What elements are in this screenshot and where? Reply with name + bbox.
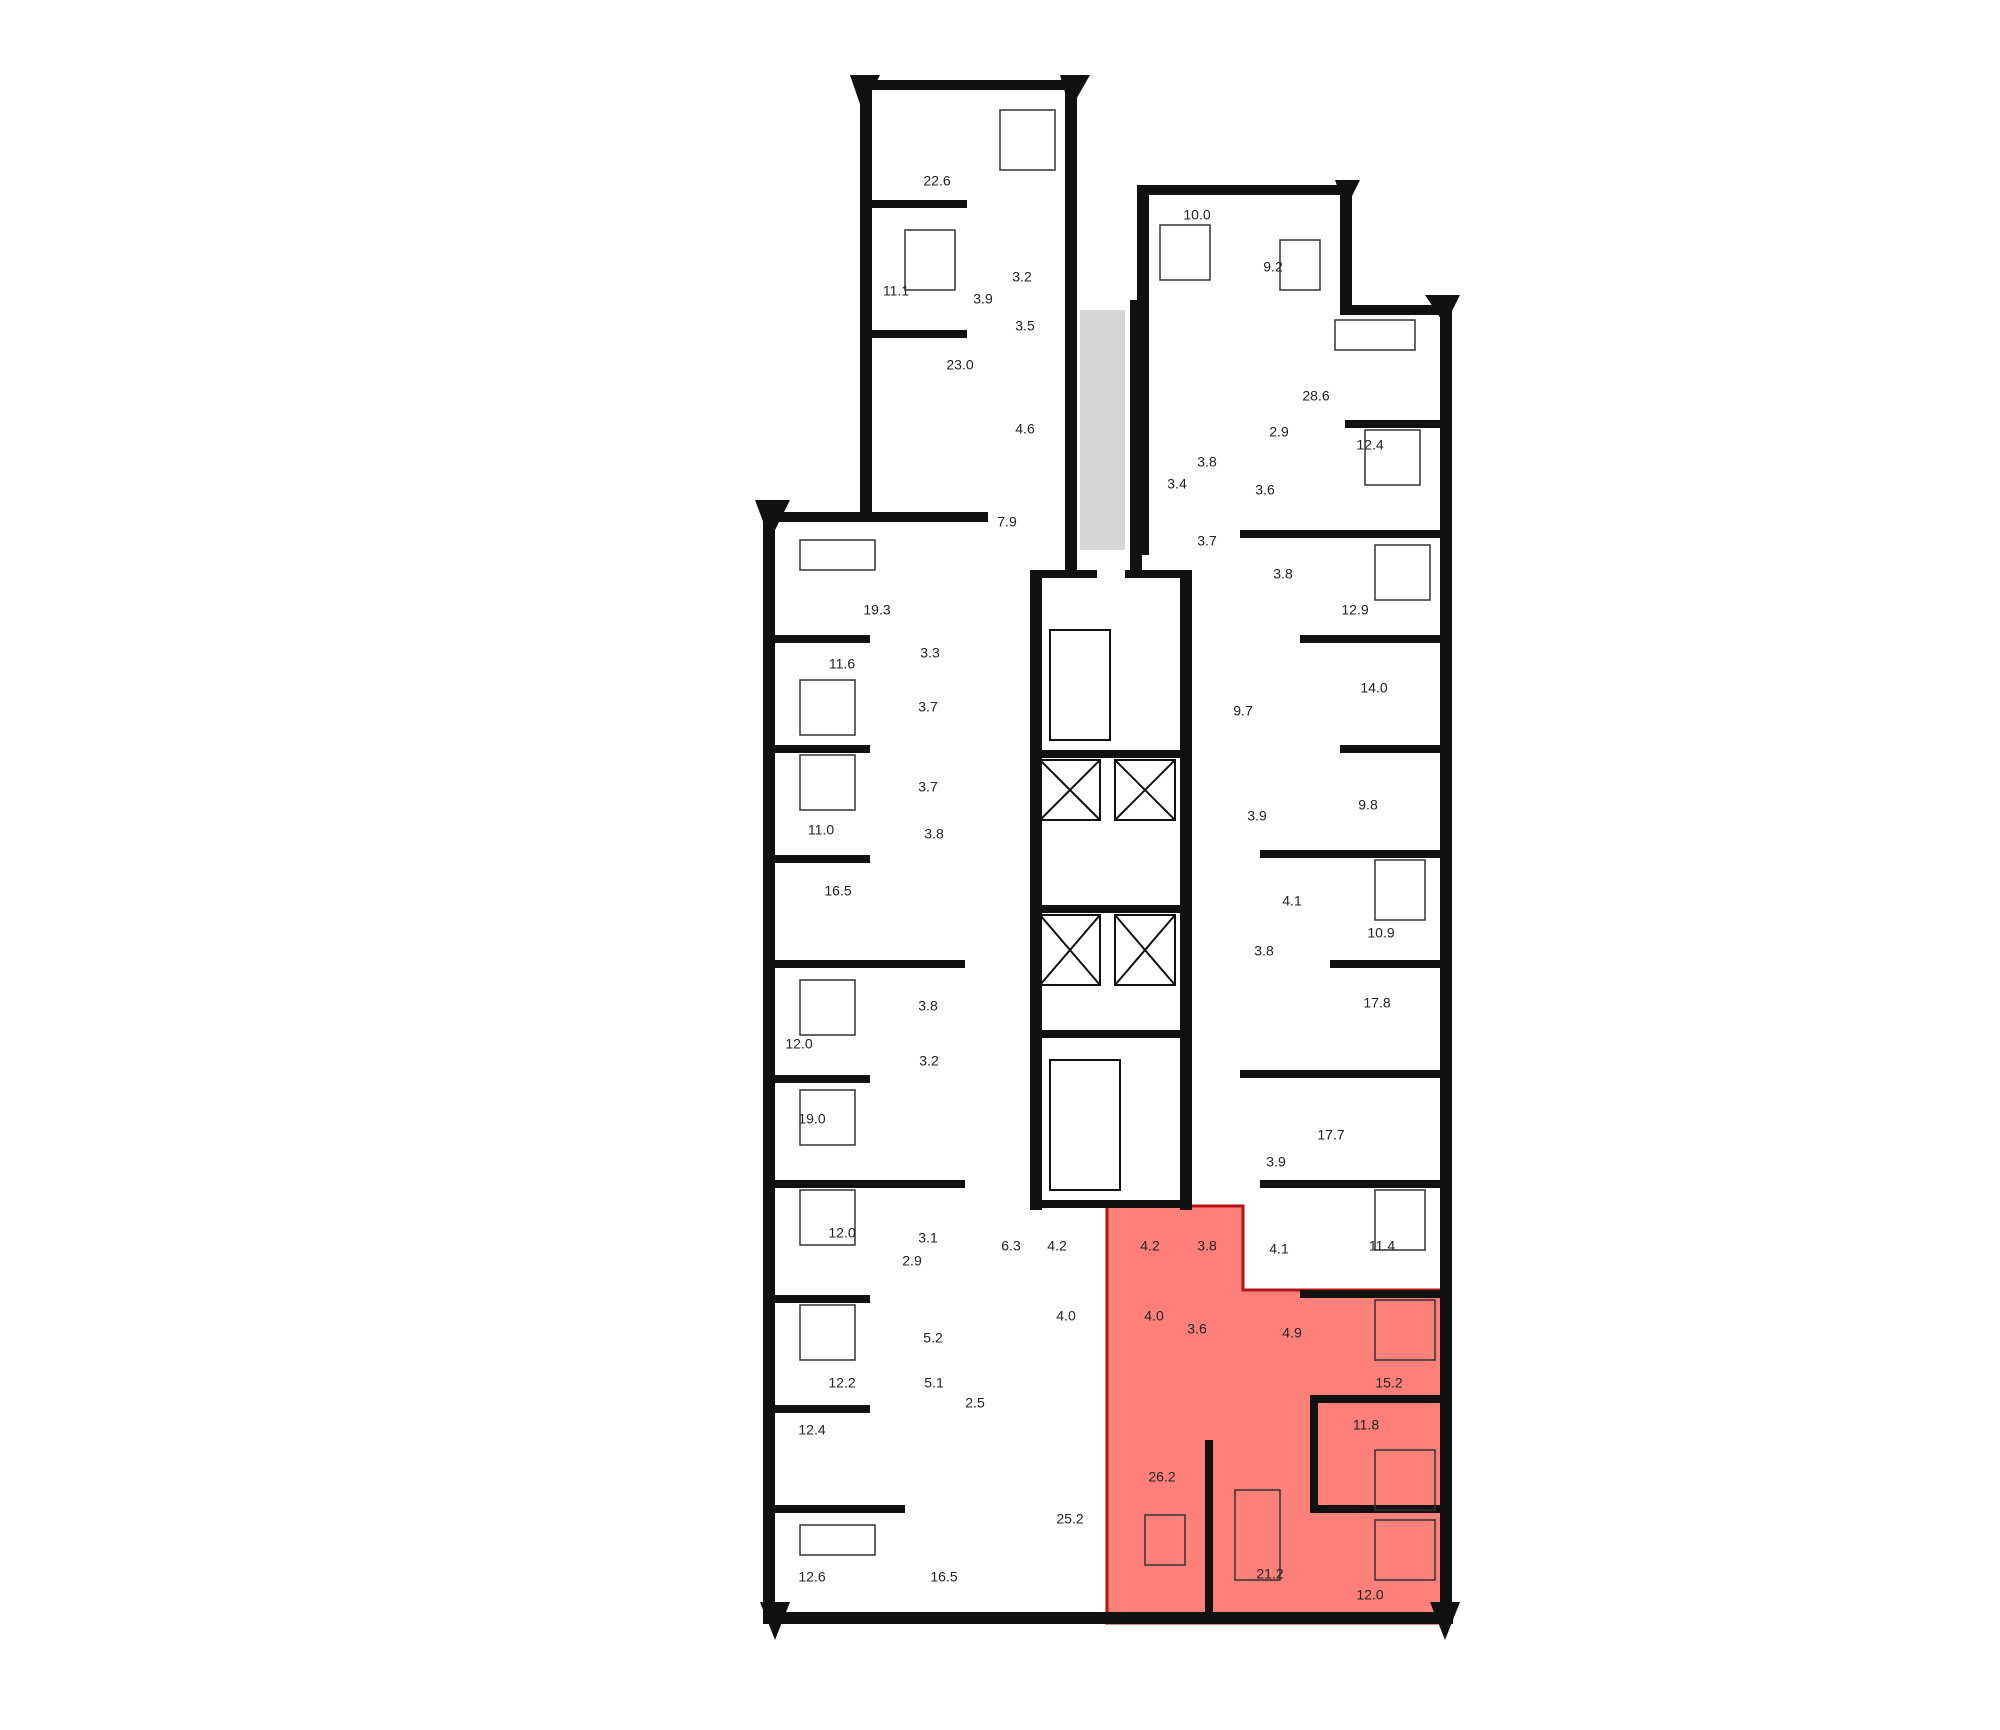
room-area: 4.1 — [1269, 1241, 1289, 1257]
building-walls — [755, 75, 1460, 1640]
room-area: 19.0 — [798, 1111, 825, 1127]
room-area: 3.8 — [1254, 943, 1274, 959]
room-area: 28.6 — [1302, 388, 1329, 404]
room-area: 11.6 — [829, 656, 855, 672]
room-area: 12.9 — [1341, 602, 1368, 618]
room-area: 4.6 — [1015, 421, 1035, 437]
room-area: 12.2 — [828, 1375, 855, 1391]
room-area: 4.9 — [1282, 1325, 1302, 1341]
room-labels: 22.6 11.1 3.2 3.9 3.5 23.0 4.6 7.9 10.0 … — [785, 173, 1402, 1603]
room-area: 3.7 — [1197, 533, 1217, 549]
room-area: 5.1 — [924, 1375, 944, 1391]
room-area: 3.8 — [924, 826, 944, 842]
room-area: 17.8 — [1363, 995, 1390, 1011]
room-area: 11.4 — [1369, 1238, 1395, 1254]
room-area: 3.4 — [1167, 476, 1187, 492]
room-area: 16.5 — [824, 883, 851, 899]
room-area: 26.2 — [1148, 1469, 1175, 1485]
room-area: 12.0 — [1356, 1587, 1383, 1603]
room-area: 3.6 — [1187, 1321, 1207, 1337]
room-area: 4.0 — [1056, 1308, 1076, 1324]
room-area: 9.2 — [1263, 259, 1283, 275]
room-area: 3.5 — [1015, 318, 1035, 334]
room-area: 3.1 — [918, 1230, 938, 1246]
room-area: 6.3 — [1001, 1238, 1021, 1254]
room-area: 12.0 — [828, 1225, 855, 1241]
room-area: 11.0 — [808, 822, 834, 838]
room-area: 11.8 — [1353, 1417, 1379, 1433]
room-area: 2.5 — [965, 1395, 985, 1411]
room-area: 12.4 — [1356, 437, 1383, 453]
room-area: 14.0 — [1360, 680, 1387, 696]
room-area: 2.9 — [1269, 424, 1289, 440]
room-area: 10.9 — [1367, 925, 1394, 941]
room-area: 22.6 — [923, 173, 950, 189]
room-area: 3.3 — [920, 645, 940, 661]
room-area: 9.8 — [1358, 797, 1378, 813]
room-area: 3.6 — [1255, 482, 1275, 498]
room-area: 2.9 — [902, 1253, 922, 1269]
room-area: 25.2 — [1056, 1511, 1083, 1527]
room-area: 11.1 — [883, 283, 909, 299]
room-area: 9.7 — [1233, 703, 1253, 719]
room-area: 3.9 — [1247, 808, 1267, 824]
room-area: 3.8 — [1197, 1238, 1217, 1254]
room-area: 3.8 — [1273, 566, 1293, 582]
room-area: 10.0 — [1183, 207, 1210, 223]
room-area: 17.7 — [1317, 1127, 1344, 1143]
room-area: 4.2 — [1140, 1238, 1160, 1254]
room-area: 4.2 — [1047, 1238, 1067, 1254]
room-area: 19.3 — [863, 602, 890, 618]
highlighted-apartment[interactable] — [1105, 1204, 1447, 1625]
room-area: 12.4 — [798, 1422, 825, 1438]
core-stairs — [1039, 310, 1176, 1191]
room-area: 4.1 — [1282, 893, 1302, 909]
room-area: 3.8 — [918, 998, 938, 1014]
room-area: 23.0 — [946, 357, 973, 373]
room-area: 3.9 — [1266, 1154, 1286, 1170]
room-area: 15.2 — [1375, 1375, 1402, 1391]
room-area: 4.0 — [1144, 1308, 1164, 1324]
room-area: 12.0 — [785, 1036, 812, 1052]
room-area: 3.2 — [1012, 269, 1032, 285]
room-area: 3.9 — [973, 291, 993, 307]
apartment-highlight[interactable] — [1105, 1204, 1447, 1625]
room-area: 12.6 — [798, 1569, 825, 1585]
room-area: 7.9 — [997, 514, 1017, 530]
room-area: 16.5 — [930, 1569, 957, 1585]
room-area: 3.2 — [919, 1053, 939, 1069]
room-area: 5.2 — [923, 1330, 943, 1346]
room-area: 3.7 — [918, 779, 938, 795]
room-area: 3.8 — [1197, 454, 1217, 470]
room-area: 21.2 — [1256, 1566, 1283, 1582]
room-area: 3.7 — [918, 699, 938, 715]
furniture — [799, 109, 1436, 1581]
